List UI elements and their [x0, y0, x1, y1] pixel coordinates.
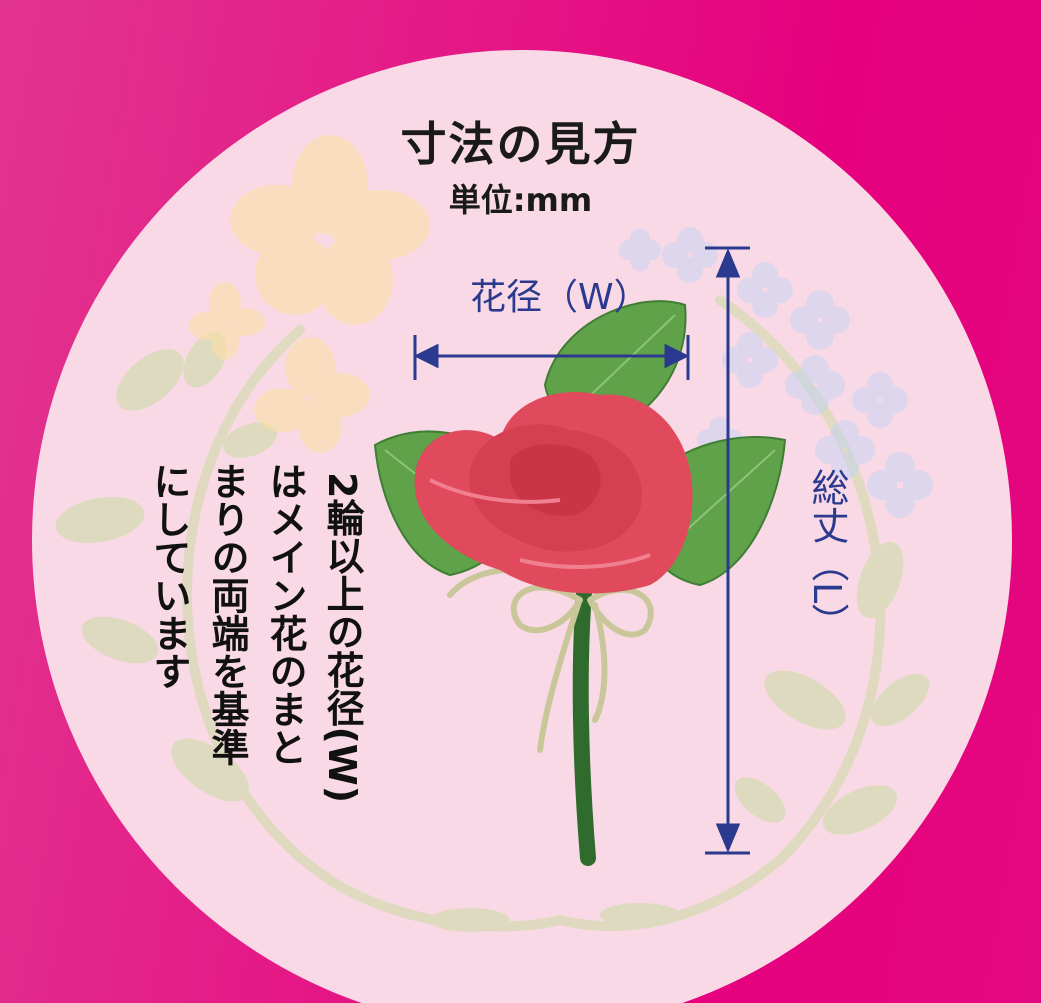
note-line-2: はメイン花のまと [263, 462, 307, 766]
wreath-leaf [600, 903, 680, 927]
unit-label: 単位:mm [448, 181, 593, 219]
decorative-yellow-flowers [189, 135, 430, 453]
wreath-leaf [116, 349, 184, 411]
rose-petal-inner [510, 444, 601, 516]
wreath-leaf [171, 738, 249, 802]
yellow-flower [230, 135, 430, 325]
length-label: 総丈（L） [805, 468, 849, 642]
diagram-title: 寸法の見方 [400, 117, 641, 171]
wreath-leaf [734, 777, 786, 823]
blue-flower [867, 452, 933, 518]
length-dimension [705, 246, 750, 855]
rose-stem [572, 572, 596, 866]
yellow-flower [189, 282, 265, 360]
width-label: 花径（W） [470, 277, 650, 318]
wreath-leaf [55, 496, 145, 544]
blue-flower [815, 420, 875, 480]
note-line-3: まりの両端を基準 [205, 462, 249, 766]
arrow-left [413, 343, 439, 369]
wreath-leaf [764, 670, 846, 730]
arrow-right [664, 343, 690, 369]
note-line-1: 2輪以上の花径(W) [320, 472, 364, 804]
blue-flower [852, 372, 908, 428]
note-line-4: にしています [147, 462, 191, 690]
wreath-leaf [822, 785, 898, 835]
rose-head [414, 392, 693, 594]
wreath-leaf [81, 616, 159, 664]
blue-flower [790, 290, 850, 350]
decorative-wreath [55, 295, 930, 932]
blue-flower [662, 227, 718, 283]
arrow-up [715, 248, 741, 278]
blue-flower [737, 262, 793, 318]
wreath-leaf [430, 908, 510, 932]
wreath-leaf [870, 673, 930, 727]
wreath-leaf [856, 541, 904, 619]
width-dimension [413, 335, 690, 380]
blue-flower [785, 355, 845, 415]
blue-flower [619, 229, 661, 271]
yellow-flower [254, 337, 370, 453]
wreath-leaf [223, 422, 277, 458]
arrow-down [715, 823, 741, 853]
